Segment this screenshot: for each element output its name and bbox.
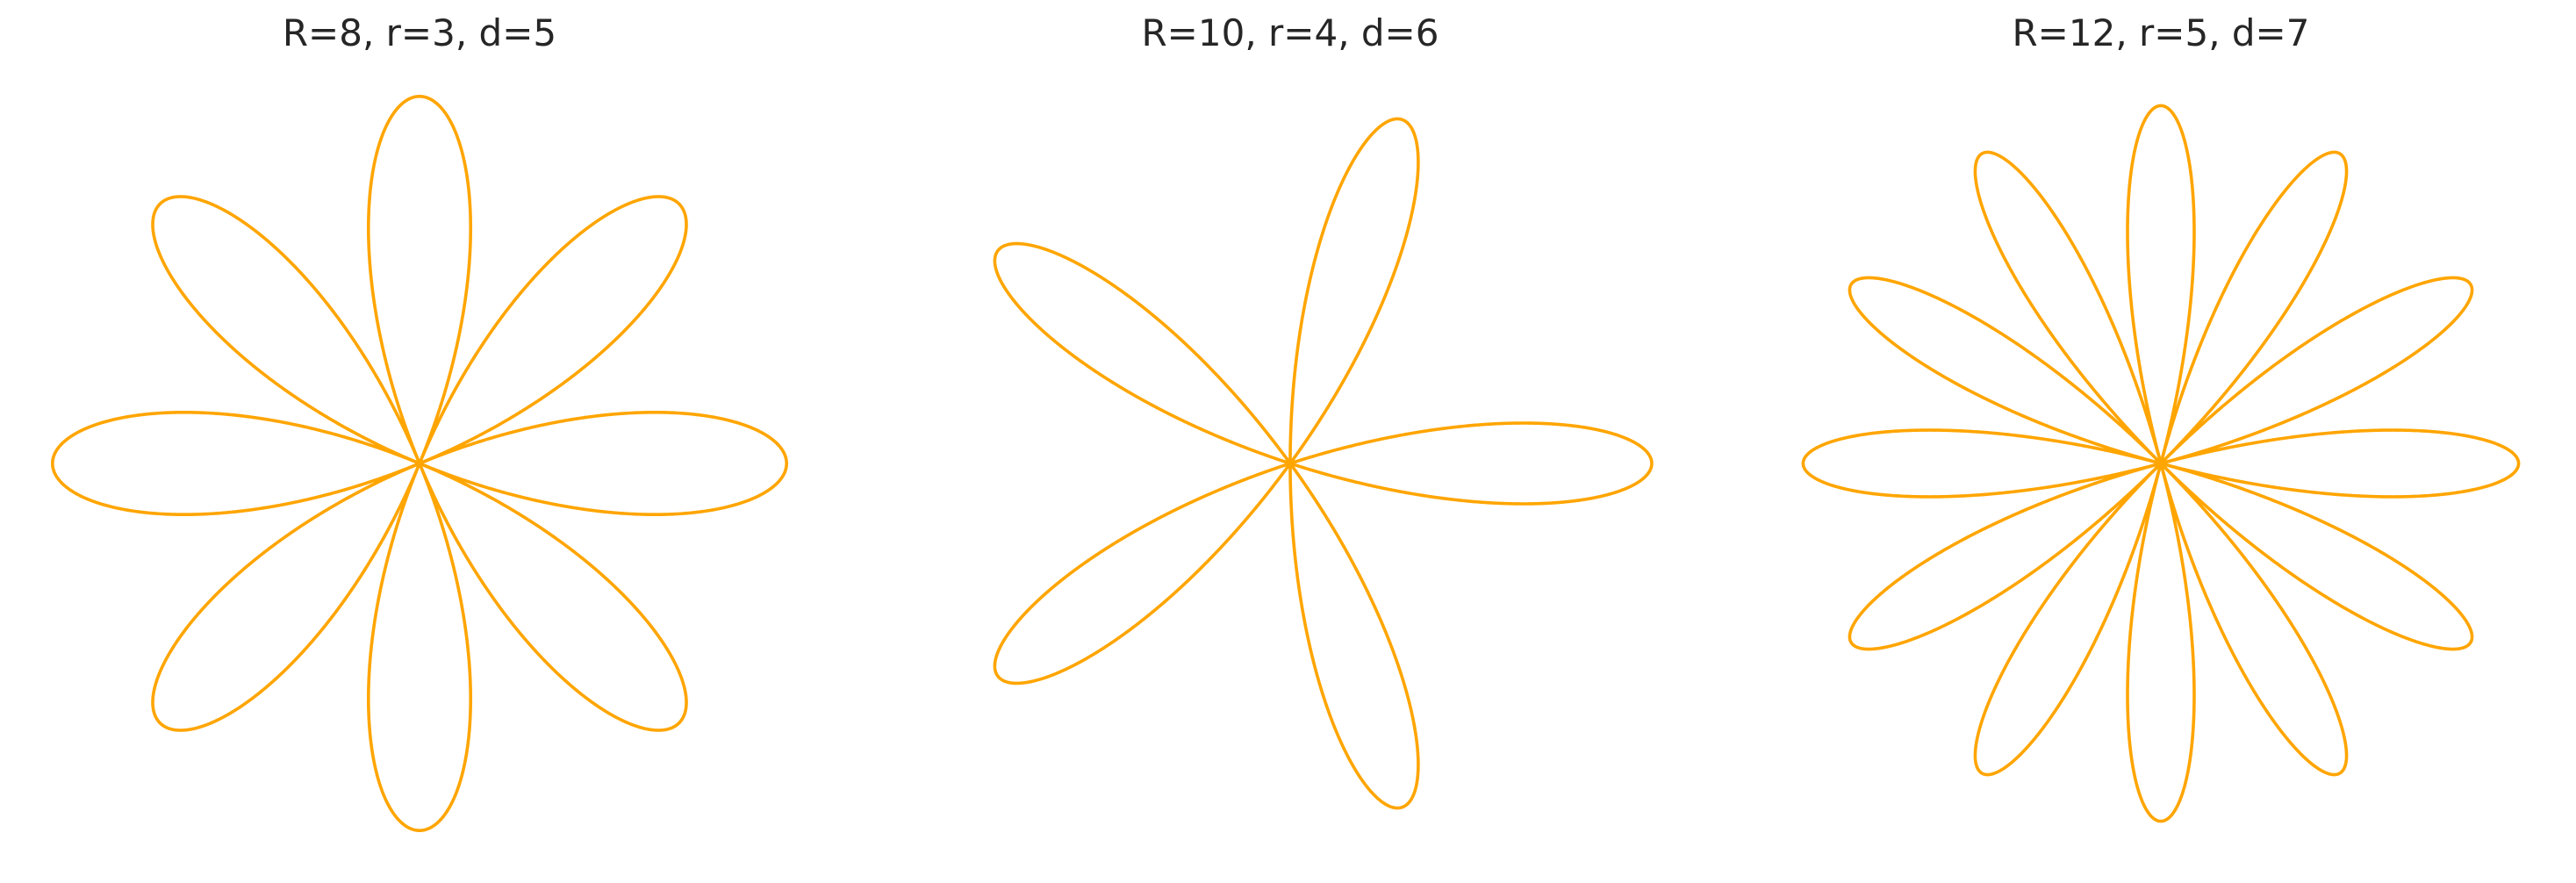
- panel-1: R=8, r=3, d=5: [51, 11, 788, 832]
- panel-2-curve: [993, 117, 1654, 810]
- panel-3-title: R=12, r=5, d=7: [2013, 11, 2310, 54]
- panel-2-title: R=10, r=4, d=6: [1142, 11, 1439, 54]
- panel-1-curve: [51, 95, 788, 832]
- panel-3: R=12, r=5, d=7: [1801, 11, 2521, 823]
- panel-2: R=10, r=4, d=6: [993, 11, 1654, 810]
- panel-1-title: R=8, r=3, d=5: [283, 11, 556, 54]
- panel-3-curve: [1801, 104, 2521, 823]
